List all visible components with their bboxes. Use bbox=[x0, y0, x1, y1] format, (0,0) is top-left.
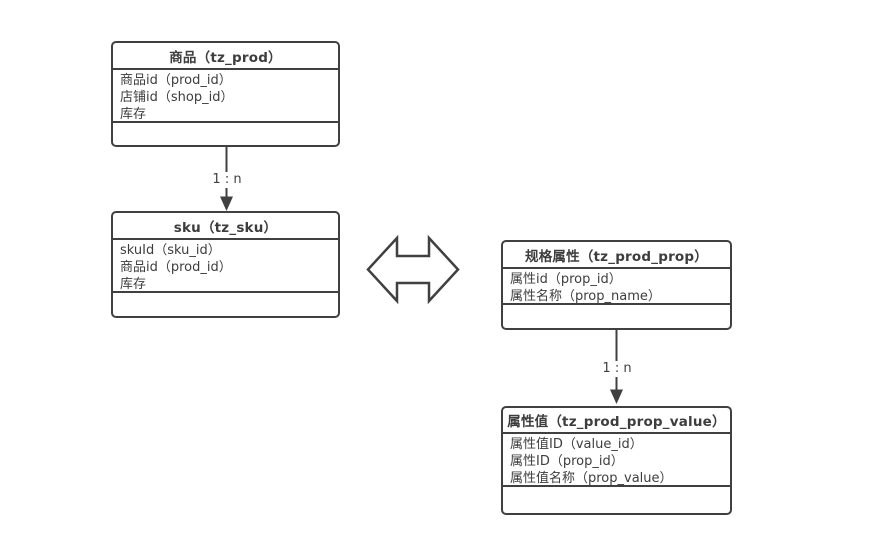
arrowhead-down-icon bbox=[220, 196, 233, 211]
entity-field: skuId（sku_id） bbox=[120, 243, 221, 258]
entity-field: 属性值名称（prop_value） bbox=[510, 471, 673, 486]
entity-footer bbox=[113, 293, 338, 316]
entity-title: 商品（tz_prod） bbox=[113, 43, 338, 70]
entity-footer bbox=[503, 305, 730, 328]
entity-field-list: 属性id（prop_id） 属性名称（prop_name） bbox=[503, 269, 730, 305]
entity-field: 店铺id（shop_id） bbox=[120, 90, 234, 105]
entity-title: 属性值（tz_prod_prop_value） bbox=[503, 408, 730, 434]
entity-field: 商品id（prod_id） bbox=[120, 260, 232, 275]
entity-footer bbox=[113, 123, 338, 145]
entity-field-list: skuId（sku_id） 商品id（prod_id） 库存 bbox=[113, 240, 338, 293]
arrowhead-down-icon bbox=[610, 389, 623, 404]
cardinality-label: 1 : n bbox=[204, 172, 250, 188]
entity-field: 属性ID（prop_id） bbox=[510, 454, 624, 469]
entity-sku: sku（tz_sku） skuId（sku_id） 商品id（prod_id） … bbox=[111, 211, 340, 318]
entity-title: sku（tz_sku） bbox=[113, 213, 338, 240]
entity-field-list: 商品id（prod_id） 店铺id（shop_id） 库存 bbox=[113, 70, 338, 123]
entity-field-list: 属性值ID（value_id） 属性ID（prop_id） 属性值名称（prop… bbox=[503, 434, 730, 487]
entity-footer bbox=[503, 487, 730, 513]
entity-prod-prop: 规格属性（tz_prod_prop） 属性id（prop_id） 属性名称（pr… bbox=[501, 240, 732, 330]
entity-field: 库存 bbox=[120, 277, 147, 292]
entity-prod-prop-value: 属性值（tz_prod_prop_value） 属性值ID（value_id） … bbox=[501, 406, 732, 515]
connector-prop-to-propvalue bbox=[610, 330, 623, 404]
double-arrow-icon bbox=[366, 234, 460, 305]
entity-field: 商品id（prod_id） bbox=[120, 73, 232, 88]
entity-title: 规格属性（tz_prod_prop） bbox=[503, 242, 730, 269]
entity-field: 属性名称（prop_name） bbox=[510, 289, 661, 304]
entity-field: 属性值ID（value_id） bbox=[510, 437, 643, 452]
entity-field: 库存 bbox=[120, 107, 147, 122]
cardinality-label: 1 : n bbox=[594, 361, 640, 377]
entity-field: 属性id（prop_id） bbox=[510, 272, 622, 287]
entity-prod: 商品（tz_prod） 商品id（prod_id） 店铺id（shop_id） … bbox=[111, 41, 340, 147]
